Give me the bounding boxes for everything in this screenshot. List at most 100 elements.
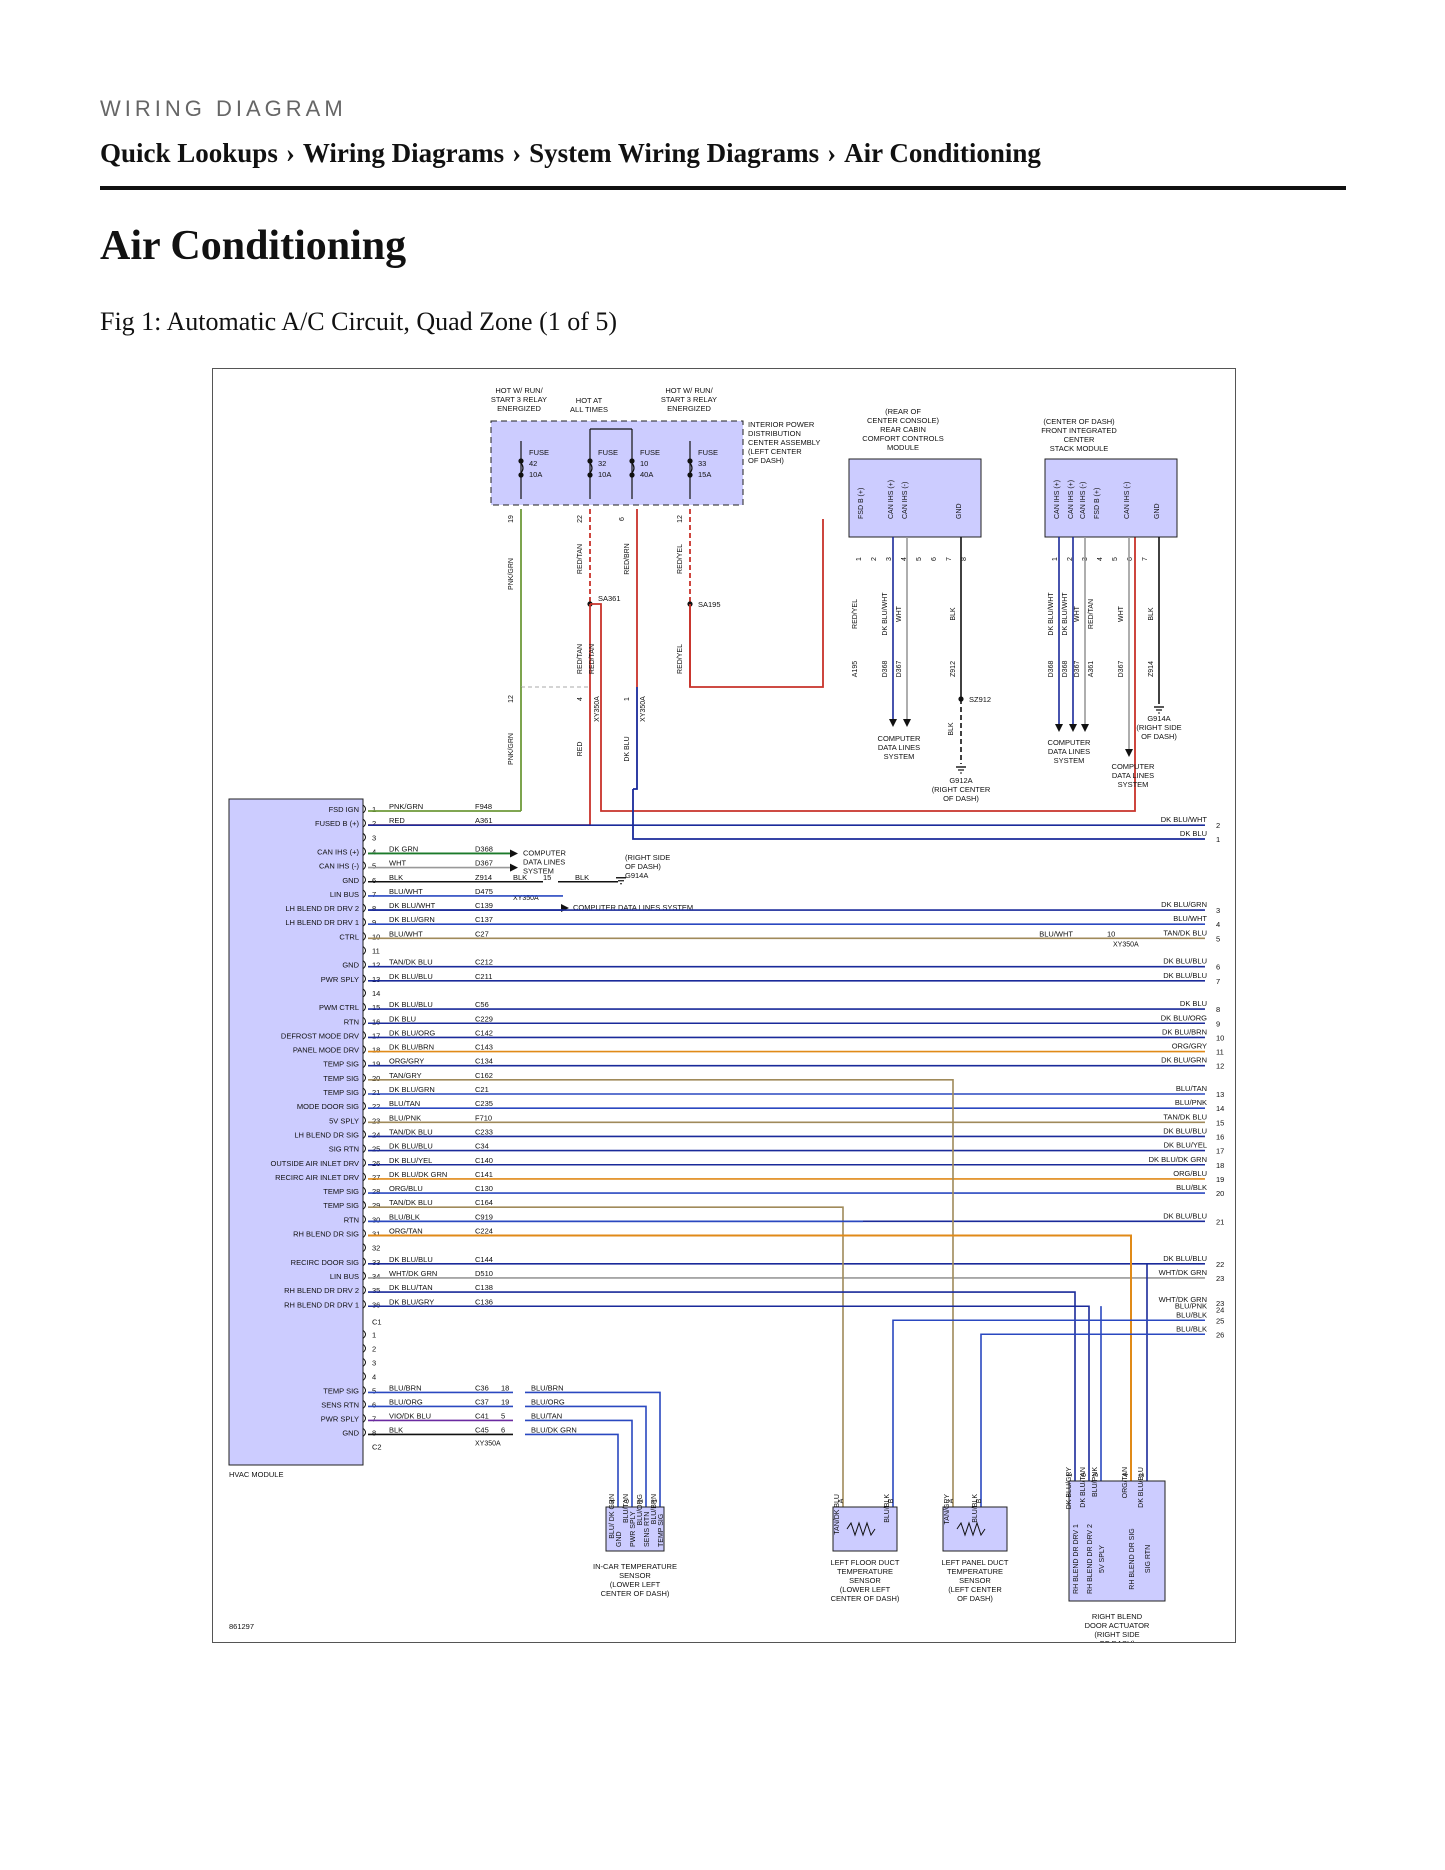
- wire-label: WHT/DK GRN: [1159, 1268, 1207, 1277]
- wire-label: BLU/PNK: [1175, 1301, 1207, 1310]
- connector-pin-number: A: [838, 1498, 845, 1503]
- wire-label: WHT: [1118, 605, 1125, 622]
- connector-pin-number: 11: [372, 947, 380, 956]
- wire-label: TAN/DK BLU: [1163, 1112, 1207, 1121]
- connector-pin-number: 1: [856, 557, 863, 561]
- hvac-pin-name: TEMP SIG: [323, 1060, 359, 1069]
- wire-label: DK BLU/DK GRN: [1149, 1155, 1207, 1164]
- wire-destination: 17: [1216, 1147, 1224, 1156]
- fuse-name: FUSE: [640, 448, 660, 457]
- connector-pin-number: 28: [372, 1187, 380, 1196]
- connector-pin-icon: [362, 960, 366, 970]
- connector-pin-number: 12: [508, 695, 515, 703]
- wire-label: DK BLU/WHT: [882, 592, 889, 636]
- hvac-pin-name: TEMP SIG: [323, 1201, 359, 1210]
- connector-pin-number: 3: [1093, 1473, 1100, 1477]
- breadcrumb-item-air-conditioning[interactable]: Air Conditioning: [844, 138, 1041, 168]
- connector-pin-icon: [362, 1087, 366, 1097]
- wire-label: DK BLU/BLU: [1163, 1254, 1207, 1263]
- connector-pin-number: 29: [372, 1201, 380, 1210]
- connector-pin-number: 19: [501, 1397, 509, 1406]
- connector-pin-number: 2: [1067, 557, 1074, 561]
- circuit-label: C233: [475, 1127, 493, 1136]
- circuit-label: C142: [475, 1028, 493, 1037]
- connector-pin-icon: [362, 1271, 366, 1281]
- connector-label: C1: [372, 1317, 382, 1326]
- fuse-icon: [520, 462, 524, 474]
- wire-destination: 22: [1216, 1260, 1224, 1269]
- circuit-label: C143: [475, 1043, 493, 1052]
- wire-label: BLU/PNK: [1175, 1098, 1207, 1107]
- hvac-pin-name: 5V SPLY: [329, 1116, 359, 1125]
- connector-pin-number: 5: [501, 1411, 505, 1420]
- wire-destination: 14: [1216, 1104, 1224, 1113]
- wire-label: DK BLU/GRN: [1161, 1056, 1207, 1065]
- fuse-terminal: [518, 472, 524, 478]
- connector-pin-number: 4: [372, 1372, 376, 1381]
- wire-dk-blu: [633, 687, 638, 790]
- arrow-down-icon: [1055, 724, 1063, 732]
- breadcrumb-item-system-wiring-diagrams[interactable]: System Wiring Diagrams: [529, 138, 820, 168]
- module-pin-name: CAN IHS (-): [1080, 482, 1087, 519]
- connector-pin-number: 4: [901, 557, 908, 561]
- wire-label: BLU/WHT: [389, 887, 423, 896]
- connector-pin-icon: [362, 861, 366, 870]
- connector-pin-number: 4: [577, 697, 584, 701]
- wire-destination: 25: [1216, 1316, 1224, 1325]
- wire-red-yel: [689, 519, 824, 688]
- connector-pin-number: 17: [372, 1031, 380, 1040]
- circuit-label: C21: [475, 1085, 489, 1094]
- connector-pin-icon: [362, 1045, 366, 1054]
- hvac-pin-name: CAN IHS (+): [317, 847, 359, 856]
- fuse-terminal: [587, 458, 593, 464]
- breadcrumb-separator: ›: [285, 138, 295, 168]
- circuit-label: C137: [475, 915, 493, 924]
- fuse-number: 33: [698, 459, 706, 468]
- hvac-pin-name: PANEL MODE DRV: [293, 1046, 359, 1055]
- figure-id: 861297: [229, 1622, 254, 1631]
- connector-pin-icon: [362, 1214, 366, 1224]
- wire-label: DK BLU: [389, 1014, 416, 1023]
- connector-pin-number: 6: [931, 557, 938, 561]
- arrow-down-icon: [1069, 724, 1077, 732]
- circuit-label: D367: [896, 661, 903, 678]
- hvac-pin-name: TEMP SIG: [323, 1074, 359, 1083]
- wire-label: BLU/BLK: [1176, 1310, 1207, 1319]
- circuit-label: C162: [475, 1071, 493, 1080]
- wire-label: BLU/BRN: [389, 1383, 422, 1392]
- connector-pin-icon: [362, 1059, 366, 1069]
- connector-pin-icon: [362, 1130, 366, 1139]
- connector-pin-icon: [362, 1144, 366, 1153]
- breadcrumb-item-quick-lookups[interactable]: Quick Lookups: [100, 138, 278, 168]
- wire-label: RED: [389, 816, 405, 825]
- breadcrumb-item-wiring-diagrams[interactable]: Wiring Diagrams: [302, 138, 505, 168]
- wire-label: RED/YEL: [677, 544, 684, 574]
- arrow-down-icon: [903, 719, 911, 727]
- connector-pin-icon: [362, 1101, 366, 1111]
- connector-pin-number: 7: [946, 557, 953, 561]
- wire-label: DK BLU/GRN: [389, 915, 435, 924]
- wire-label: TAN/DK BLU: [389, 1127, 433, 1136]
- front-stack-module-box: [1044, 458, 1178, 538]
- fuse-icon: [589, 462, 593, 474]
- wire-label: DK BLU/YEL: [1164, 1141, 1207, 1150]
- connector-pin-icon: [362, 818, 366, 828]
- actuator-pin-name: 5V SPLY: [1099, 1545, 1106, 1573]
- circuit-label: D368: [1062, 661, 1069, 678]
- thermistor-icon: [846, 1521, 876, 1537]
- circuit-label: C27: [475, 929, 489, 938]
- header-divider: [100, 186, 1346, 190]
- ipdc-box: [490, 420, 744, 506]
- hvac-pin-name: RH BLEND DR DRV 2: [284, 1286, 359, 1295]
- wire-label: BLK: [513, 873, 527, 882]
- connector-pin-number: 18: [501, 1383, 509, 1392]
- circuit-label: C130: [475, 1184, 493, 1193]
- circuit-label: C919: [475, 1212, 493, 1221]
- circuit-label: C229: [475, 1014, 493, 1023]
- in-car-temperature-sensor-box: [605, 1506, 665, 1552]
